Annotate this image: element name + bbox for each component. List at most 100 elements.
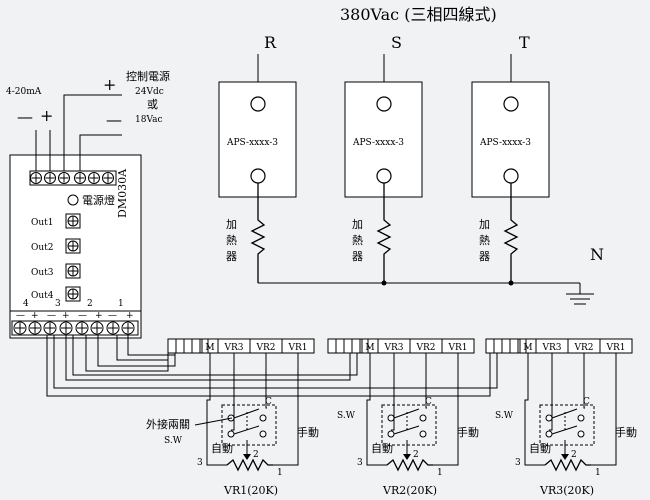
power-minus: — (106, 110, 122, 129)
switch-c-label: C (425, 397, 432, 407)
model-label: DM030A (116, 168, 129, 218)
neutral-label: N (590, 245, 604, 264)
switch-c-label: C (583, 397, 590, 407)
top-terminal-screws (30, 172, 114, 184)
output-indicator-icon (65, 286, 81, 302)
vr1-label: VR1(20K) (223, 484, 278, 497)
switch-box (221, 404, 277, 446)
bottom-terminal-labels: 4 3 2 1 —+—+—+—+ (16, 299, 134, 321)
potentiometer-icon (544, 458, 591, 472)
terminal-screw (102, 172, 114, 184)
plus-sign: + (31, 311, 39, 321)
switch-box (539, 404, 595, 446)
power-lamp-icon (67, 194, 79, 206)
switch-manual-label: 手動 (615, 425, 637, 439)
ssr-3-label: APS-xxxx-3 (479, 138, 531, 148)
terminal-screw (59, 321, 73, 335)
potentiometer-icon (386, 458, 433, 472)
pot-pin-3: 3 (515, 458, 521, 468)
switch-box (381, 404, 437, 446)
power-lamp-label: 電源燈 (82, 193, 115, 207)
out4-label: Out4 (31, 291, 54, 301)
switch-auto-label: 自動 (529, 441, 551, 455)
pot-pin-2: 2 (253, 450, 259, 460)
bottom-num-2: 2 (87, 299, 93, 309)
junction-dot (508, 280, 514, 286)
power-plus: + (103, 75, 116, 94)
power-24vdc: 24Vdc (135, 87, 164, 97)
output-indicator-icon (65, 263, 81, 279)
heater-2-char-1: 加 (352, 218, 363, 231)
terminal-vr1: VR1 (447, 343, 467, 353)
heater-2-char-2: 熱 (352, 234, 363, 247)
terminal-m: M (365, 343, 374, 353)
vr3-label: VR3(20K) (539, 484, 594, 497)
heater-2 (376, 183, 392, 283)
ssr-2: S APS-xxxx-3 (344, 33, 423, 198)
plus-sign: + (126, 311, 134, 321)
minus-sign: — (108, 311, 117, 321)
terminal-screw (74, 172, 86, 184)
minus-sign: — (47, 311, 56, 321)
bottom-num-1: 1 (118, 299, 124, 309)
pot-pin-1: 1 (437, 468, 443, 478)
heater-3-char-2: 熱 (479, 234, 490, 247)
output-indicator-icon (65, 213, 81, 229)
bottom-terminal-block (11, 320, 139, 336)
switch-contacts (227, 408, 267, 438)
power-18vac: 18Vac (135, 115, 163, 125)
plus-sign: + (62, 311, 70, 321)
switch-auto-label: 自動 (211, 441, 233, 455)
terminal-vr2: VR2 (255, 343, 275, 353)
potentiometer-icon (226, 458, 273, 472)
ssr-3: T APS-xxxx-3 (471, 33, 550, 198)
terminal-screw (44, 172, 56, 184)
wiper-arrow-icon (561, 454, 569, 460)
phase-s-label: S (391, 33, 402, 52)
switch-contacts (387, 408, 427, 438)
heater-2-char-3: 器 (352, 250, 363, 263)
terminal-vr3: VR3 (383, 343, 403, 353)
external-switch-label: 外接兩關 (146, 418, 190, 431)
switch-sw-label: S.W (495, 411, 514, 421)
terminal-m: M (205, 343, 214, 353)
terminal-screw (13, 321, 27, 335)
pot-pin-1: 1 (277, 468, 283, 478)
switch-auto-label: 自動 (371, 441, 393, 455)
pot-pin-3: 3 (357, 458, 363, 468)
pot-pin-2: 2 (413, 450, 419, 460)
terminal-screw (106, 321, 120, 335)
pot-pin-1: 1 (595, 468, 601, 478)
bottom-num-3: 3 (55, 299, 61, 309)
terminal-vr3: VR3 (223, 343, 243, 353)
pot-pin-3: 3 (197, 458, 203, 468)
switch-manual-label: 手動 (297, 425, 319, 439)
pot-pin-2: 2 (571, 450, 577, 460)
output-indicator-icon (65, 238, 81, 254)
output-list: Out1 Out2 Out3 Out4 (31, 213, 81, 302)
switch-sw-label: S.W (337, 411, 356, 421)
heater-1-char-2: 熱 (226, 234, 237, 247)
power-label: 控制電源 (126, 69, 170, 83)
terminal-vr3: VR3 (541, 343, 561, 353)
switch-wiring (524, 353, 617, 466)
heater-1-char-3: 器 (226, 250, 237, 263)
terminal-screw (58, 172, 70, 184)
external-switch-arrow (194, 417, 233, 426)
heater-1 (250, 183, 266, 283)
ssr-1-label: APS-xxxx-3 (226, 138, 278, 148)
terminal-screw (90, 321, 104, 335)
switch-contacts (545, 408, 585, 438)
minus-sign: — (16, 311, 25, 321)
bottom-num-4: 4 (23, 299, 29, 309)
phase-t-label: T (519, 33, 530, 52)
switch-wiring (366, 353, 459, 466)
wiper-arrow-icon (403, 454, 411, 460)
input-label: 4-20mA (6, 87, 42, 97)
input-plus: + (40, 106, 53, 125)
terminal-screw (30, 172, 42, 184)
ssr-1: R APS-xxxx-3 (218, 33, 297, 198)
